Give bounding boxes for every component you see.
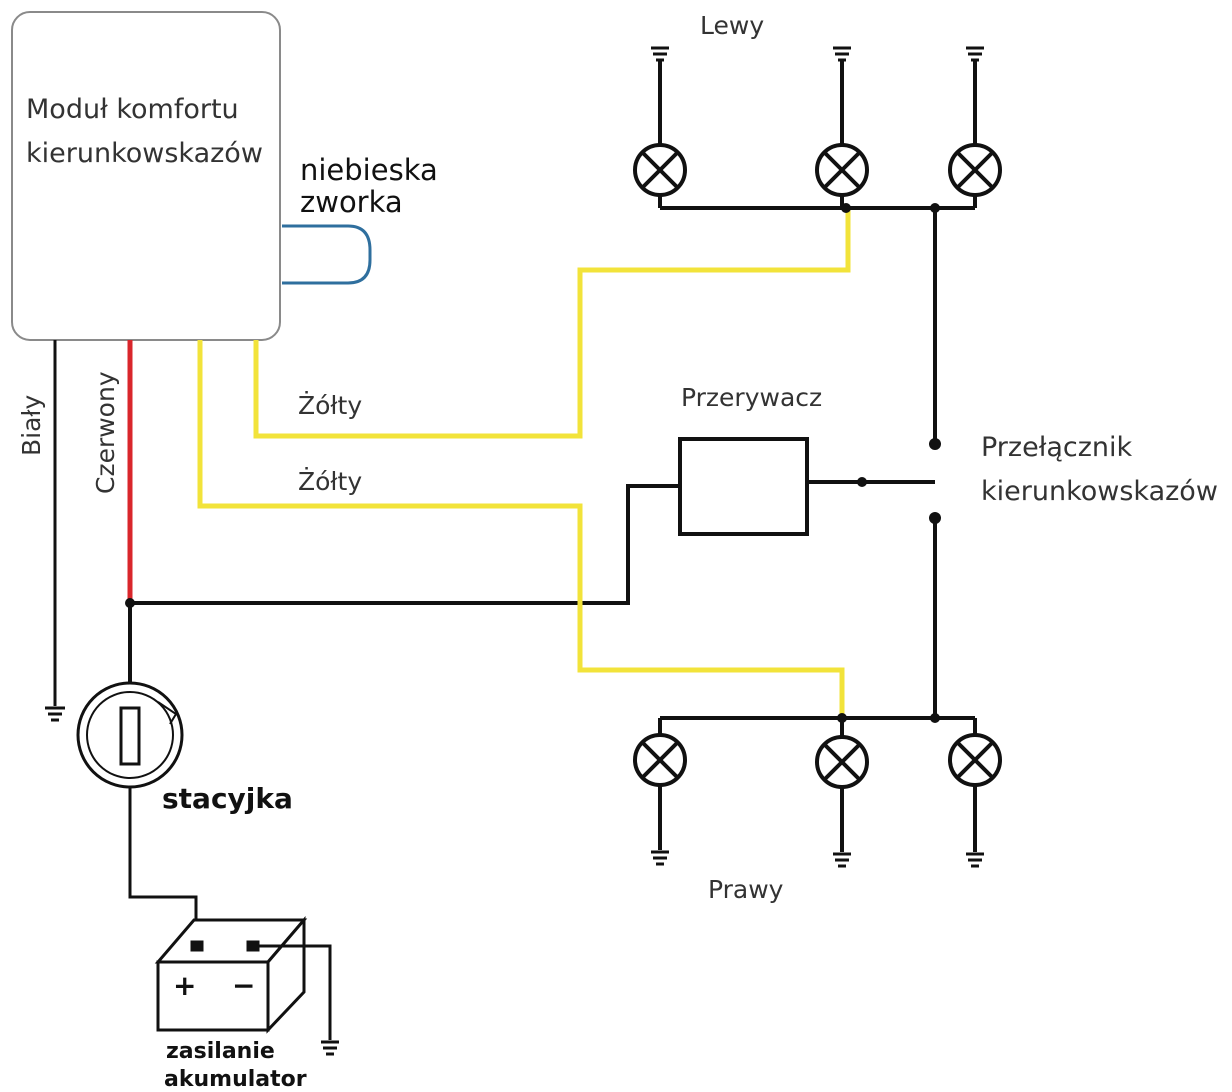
switch-label-line1: Przełącznik (981, 432, 1133, 463)
flasher-box (678, 437, 809, 536)
battery-label-line2: akumulator (164, 1067, 307, 1092)
ground-icon (966, 46, 984, 62)
yellow-wire-left (253, 208, 851, 439)
ground-icon (833, 46, 851, 62)
switch-contact-left (929, 438, 941, 450)
module-label-line2: kierunkowskazów (26, 138, 263, 169)
jumper-label-line1: niebieska (300, 153, 438, 187)
ground-icon (651, 850, 669, 866)
ground-symbol-white (45, 706, 65, 722)
ignition-switch-icon (76, 681, 184, 789)
battery-icon (154, 915, 308, 1034)
yellow-wire-label-1: Żółty (298, 391, 362, 420)
black-wire-ignition-flasher (130, 484, 680, 605)
right-lamp-2 (815, 718, 869, 868)
ground-icon (833, 852, 851, 868)
switch-label-line2: kierunkowskazów (981, 476, 1218, 507)
yellow-wire-label-2: Żółty (298, 467, 362, 496)
left-lamp-1 (633, 46, 687, 208)
left-lamp-2 (815, 46, 869, 208)
battery-label-line1: zasilanie (166, 1039, 275, 1064)
comfort-module-box (11, 11, 281, 341)
white-wire-label: Biały (17, 394, 46, 456)
battery-minus-label: − (232, 969, 255, 1002)
ground-icon (966, 852, 984, 868)
battery-plus-label: + (173, 969, 196, 1002)
right-group-label: Prawy (708, 875, 784, 904)
ignition-label: stacyjka (162, 782, 293, 815)
yellow-wire-right (197, 340, 845, 718)
red-wire-label: Czerwony (91, 371, 120, 494)
blue-jumper (282, 224, 372, 285)
flasher-output-dot (857, 477, 867, 487)
ground-icon (651, 46, 669, 62)
jumper-label-line2: zworka (300, 185, 403, 219)
left-group-label: Lewy (700, 11, 764, 40)
flasher-label: Przerywacz (681, 383, 822, 412)
left-bus-junction-switch (930, 203, 940, 213)
right-lamp-1 (633, 718, 687, 866)
module-label-line1: Moduł komfortu (26, 94, 239, 125)
switch-contact-right (929, 512, 941, 524)
left-lamp-3 (948, 46, 1002, 208)
right-bus-junction-switch (930, 713, 940, 723)
ground-symbol-battery (321, 1040, 339, 1056)
battery-ground-wire (258, 944, 332, 1040)
right-lamp-3 (948, 718, 1002, 868)
